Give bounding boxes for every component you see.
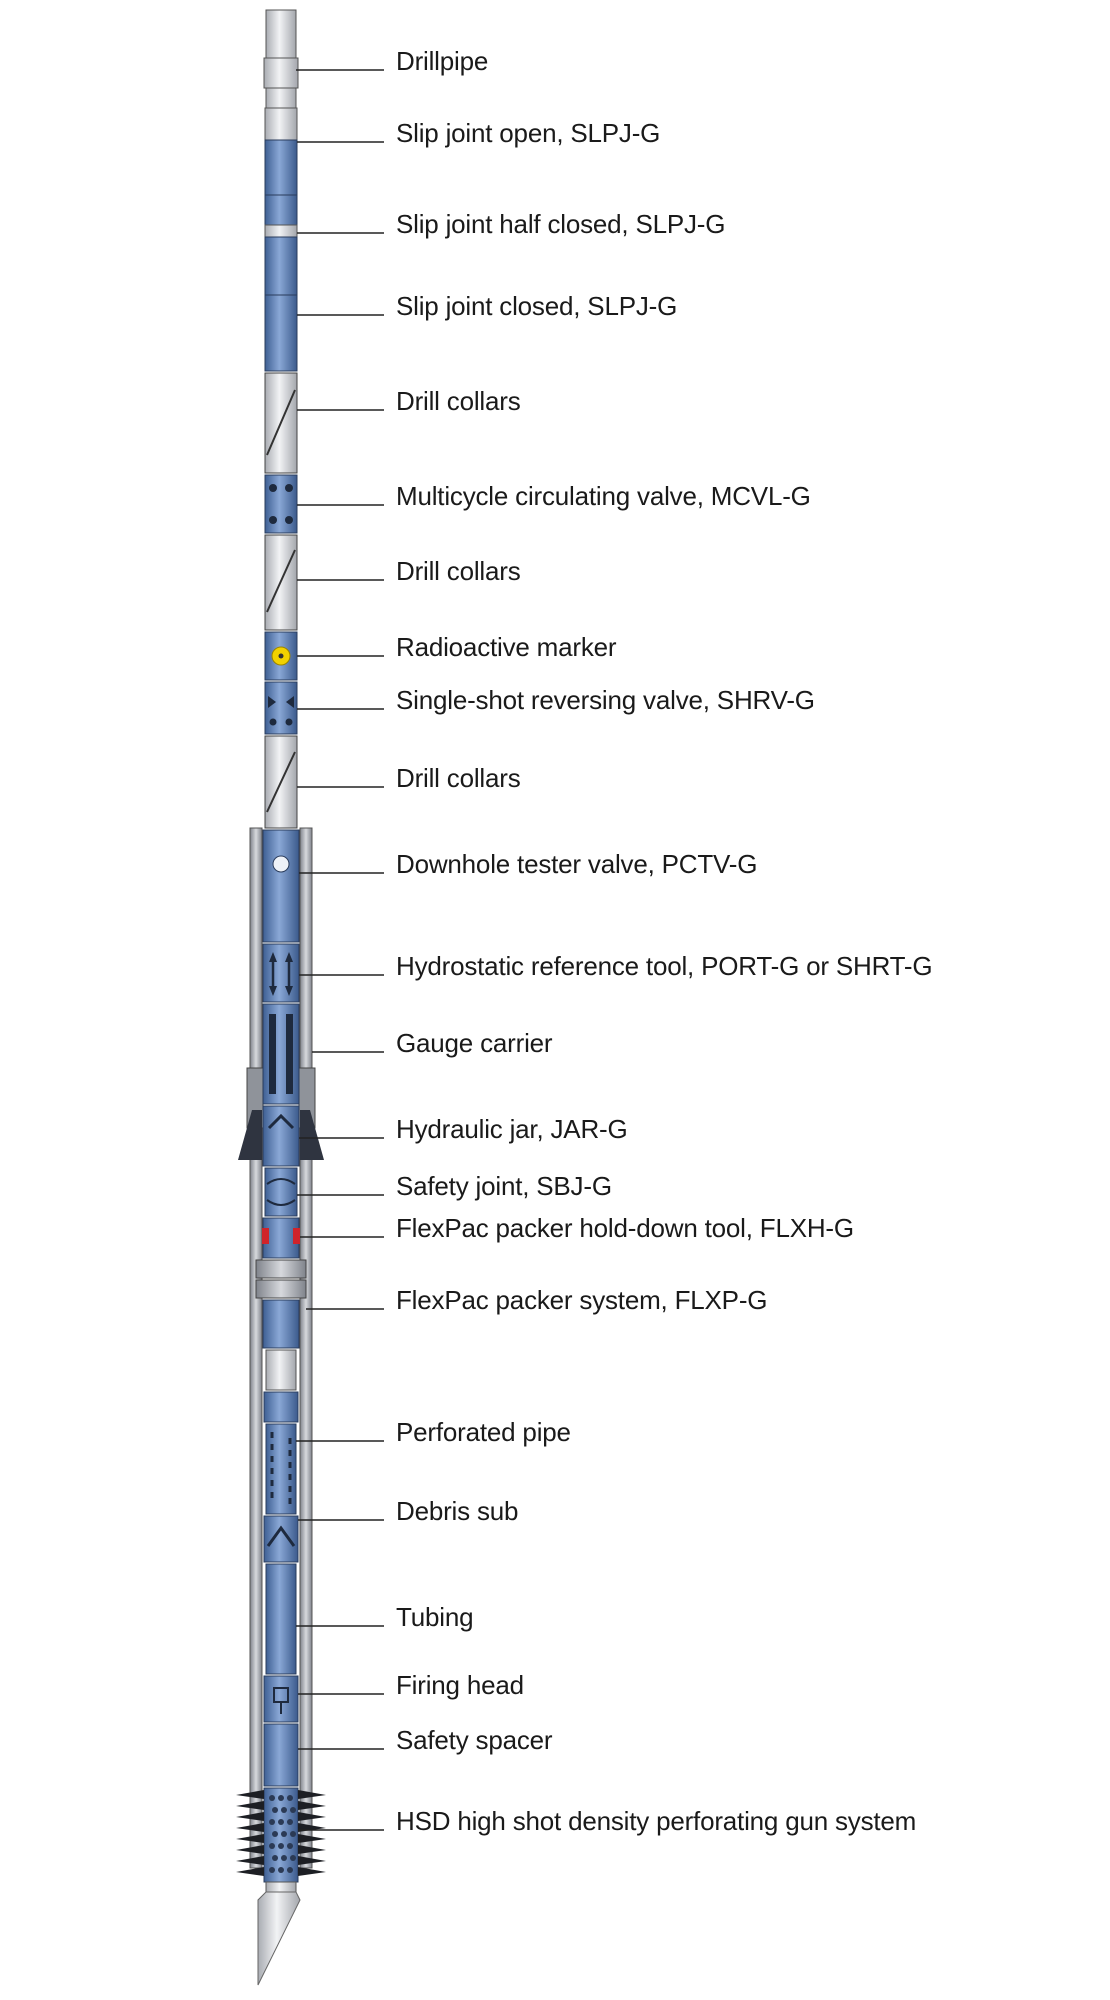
shaped-charge	[272, 1855, 278, 1861]
perforation-jet	[236, 1790, 264, 1799]
casing	[238, 827, 324, 1869]
hydrostatic-reference-tool	[262, 943, 300, 1003]
shaped-charge	[281, 1831, 287, 1837]
label-flexpac-packer-system: FlexPac packer system, FLXP-G	[396, 1285, 768, 1315]
label-single-shot-reversing-valve: Single-shot reversing valve, SHRV-G	[396, 685, 815, 715]
label-perforated-pipe: Perforated pipe	[396, 1417, 571, 1447]
perforation-jet	[236, 1834, 264, 1843]
label-slip-joint-open: Slip joint open, SLPJ-G	[396, 118, 661, 148]
single-shot-reversing-valve	[264, 681, 298, 735]
slip-joint-closed	[264, 294, 298, 372]
drillpipe	[263, 9, 299, 109]
label-drill-collars-2: Drill collars	[396, 556, 521, 586]
gauge-carrier	[262, 1003, 300, 1105]
drill-collars-3	[264, 735, 298, 829]
perforation-jet	[236, 1812, 264, 1821]
shaped-charge	[290, 1807, 296, 1813]
label-debris-sub: Debris sub	[396, 1496, 519, 1526]
label-multicycle-circulating-valve: Multicycle circulating valve, MCVL-G	[396, 481, 811, 511]
hsd-perforating-gun-system	[236, 1787, 326, 1986]
label-downhole-tester-valve: Downhole tester valve, PCTV-G	[396, 849, 758, 879]
flexpac-packer-system	[255, 1259, 307, 1349]
shaped-charge	[269, 1843, 275, 1849]
shaped-charge	[272, 1807, 278, 1813]
perforation-jet	[236, 1801, 264, 1810]
shaped-charge	[287, 1819, 293, 1825]
perforated-pipe	[263, 1349, 299, 1515]
drill-collars-1	[264, 372, 298, 474]
label-hydrostatic-reference-tool: Hydrostatic reference tool, PORT-G or SH…	[396, 951, 933, 981]
hydraulic-jar	[262, 1105, 300, 1167]
slip-joint-open	[264, 107, 298, 196]
perforation-jet	[236, 1823, 264, 1832]
shaped-charge	[278, 1867, 284, 1873]
downhole-tester-valve	[262, 829, 300, 943]
label-firing-head: Firing head	[396, 1670, 524, 1700]
slip-joint-half-closed	[264, 194, 298, 296]
shaped-charge	[269, 1867, 275, 1873]
shaped-charge	[290, 1831, 296, 1837]
safety-spacer	[263, 1723, 299, 1787]
perforation-jet	[298, 1790, 326, 1799]
tubing	[265, 1563, 297, 1675]
shaped-charge	[278, 1843, 284, 1849]
perforation-jet	[298, 1812, 326, 1821]
label-drill-collars-1: Drill collars	[396, 386, 521, 416]
safety-joint	[264, 1167, 298, 1217]
label-hsd-perforating-gun-system: HSD high shot density perforating gun sy…	[396, 1806, 917, 1836]
multicycle-circulating-valve	[264, 474, 298, 534]
label-hydraulic-jar: Hydraulic jar, JAR-G	[396, 1114, 628, 1144]
label-slip-joint-closed: Slip joint closed, SLPJ-G	[396, 291, 678, 321]
leader-lines	[296, 69, 384, 1831]
perforation-jet	[298, 1867, 326, 1876]
perforation-jet	[236, 1867, 264, 1876]
perforation-jet	[298, 1834, 326, 1843]
perforation-jet	[298, 1856, 326, 1865]
shaped-charge	[281, 1855, 287, 1861]
shaped-charge	[278, 1819, 284, 1825]
shaped-charge	[269, 1795, 275, 1801]
perforation-jet	[236, 1856, 264, 1865]
label-safety-joint: Safety joint, SBJ-G	[396, 1171, 612, 1201]
label-flexpac-hold-down-tool: FlexPac packer hold-down tool, FLXH-G	[396, 1213, 854, 1243]
shaped-charge	[287, 1795, 293, 1801]
shaped-charge	[287, 1867, 293, 1873]
label-safety-spacer: Safety spacer	[396, 1725, 553, 1755]
label-radioactive-marker: Radioactive marker	[396, 632, 617, 662]
shaped-charge	[269, 1819, 275, 1825]
drill-collars-2	[264, 534, 298, 631]
label-drillpipe: Drillpipe	[396, 46, 489, 76]
radioactive-marker	[264, 631, 298, 681]
shaped-charge	[278, 1795, 284, 1801]
label-drill-collars-3: Drill collars	[396, 763, 521, 793]
label-tubing: Tubing	[396, 1602, 474, 1632]
shaped-charge	[272, 1831, 278, 1837]
perforation-jet	[298, 1845, 326, 1854]
debris-sub	[263, 1515, 299, 1563]
firing-head	[263, 1675, 299, 1723]
label-slip-joint-half-closed: Slip joint half closed, SLPJ-G	[396, 209, 726, 239]
shaped-charge	[281, 1807, 287, 1813]
label-gauge-carrier: Gauge carrier	[396, 1028, 553, 1058]
shaped-charge	[290, 1855, 296, 1861]
flexpac-hold-down-tool	[262, 1217, 300, 1259]
perforation-jet	[236, 1845, 264, 1854]
perforation-jet	[298, 1801, 326, 1810]
shaped-charge	[287, 1843, 293, 1849]
